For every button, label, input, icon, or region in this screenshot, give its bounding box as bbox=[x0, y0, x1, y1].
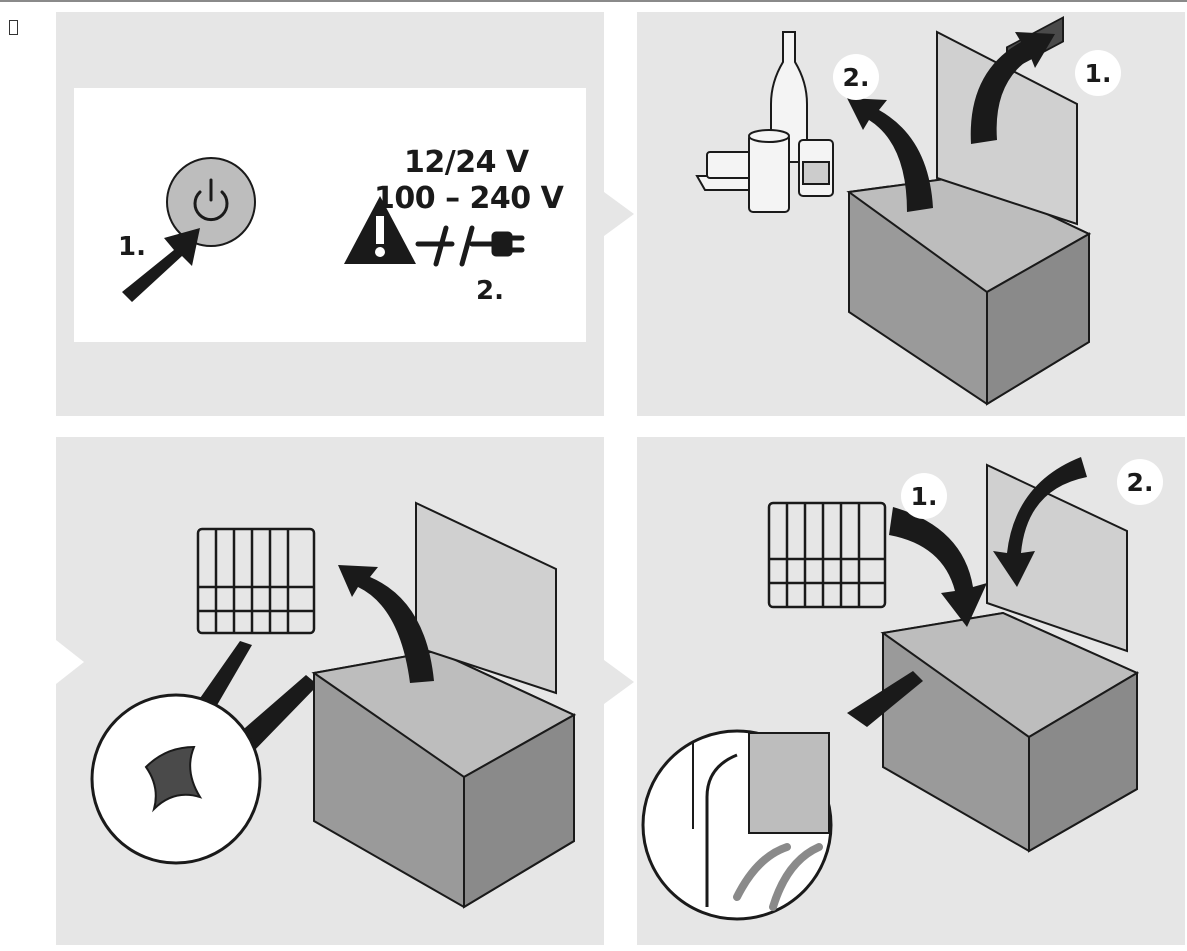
cooler-lid bbox=[936, 30, 1078, 226]
panel-close-lid: 1. 2. bbox=[637, 437, 1185, 945]
arrow-icon bbox=[889, 457, 1087, 627]
can-icon bbox=[748, 129, 790, 213]
step-1-badge: 1. bbox=[901, 473, 947, 519]
cooler-load-illustration bbox=[695, 15, 1092, 406]
panel-connector bbox=[604, 192, 634, 236]
step-1-label: 1. bbox=[118, 232, 146, 262]
cooler-close-illustration bbox=[641, 457, 1140, 921]
panel-clean-basket bbox=[56, 437, 604, 945]
top-rule bbox=[0, 0, 1187, 2]
step-2-badge: 2. bbox=[833, 54, 879, 100]
power-button-icon bbox=[166, 157, 256, 247]
voltage-dc-label: 12/24 V bbox=[404, 145, 529, 180]
step-2-label: 2. bbox=[476, 276, 504, 306]
missing-glyph-icon bbox=[9, 20, 18, 35]
drain-arrow-icon bbox=[733, 843, 791, 901]
arrow-icon bbox=[338, 565, 434, 683]
dc-plug-icon bbox=[415, 225, 455, 267]
warning-triangle-icon bbox=[344, 196, 416, 264]
magnify-circle bbox=[90, 693, 262, 865]
voltage-ac-label: 100 – 240 V bbox=[374, 181, 564, 216]
basket-icon bbox=[767, 501, 887, 609]
drain-arrow-icon bbox=[769, 843, 823, 911]
panel-open-load: 1. 2. bbox=[637, 12, 1185, 416]
panel-connector bbox=[604, 660, 634, 704]
cooler-lid bbox=[415, 501, 557, 695]
arrow-icon bbox=[122, 228, 200, 302]
cooler-clean-illustration bbox=[90, 501, 577, 909]
basket-icon bbox=[196, 527, 316, 635]
jar-icon bbox=[798, 139, 834, 197]
cloth-icon bbox=[144, 745, 203, 813]
cooler-body bbox=[880, 611, 1140, 853]
power-illustration bbox=[122, 157, 525, 302]
step-2-badge: 2. bbox=[1117, 459, 1163, 505]
arrow-icon bbox=[847, 32, 1055, 212]
panel-connector bbox=[56, 640, 84, 684]
step-1-badge: 1. bbox=[1075, 50, 1121, 96]
panel-power-on: 1. 12/24 V 100 – 240 V 2. bbox=[56, 12, 604, 416]
ac-plug-icon bbox=[459, 225, 525, 267]
cooler-body bbox=[846, 15, 1092, 406]
magnify-pointer bbox=[847, 671, 923, 727]
magnify-circle bbox=[641, 729, 833, 921]
instruction-card: 1. 12/24 V 100 – 240 V 2. bbox=[74, 88, 586, 342]
cooler-body bbox=[311, 649, 577, 909]
